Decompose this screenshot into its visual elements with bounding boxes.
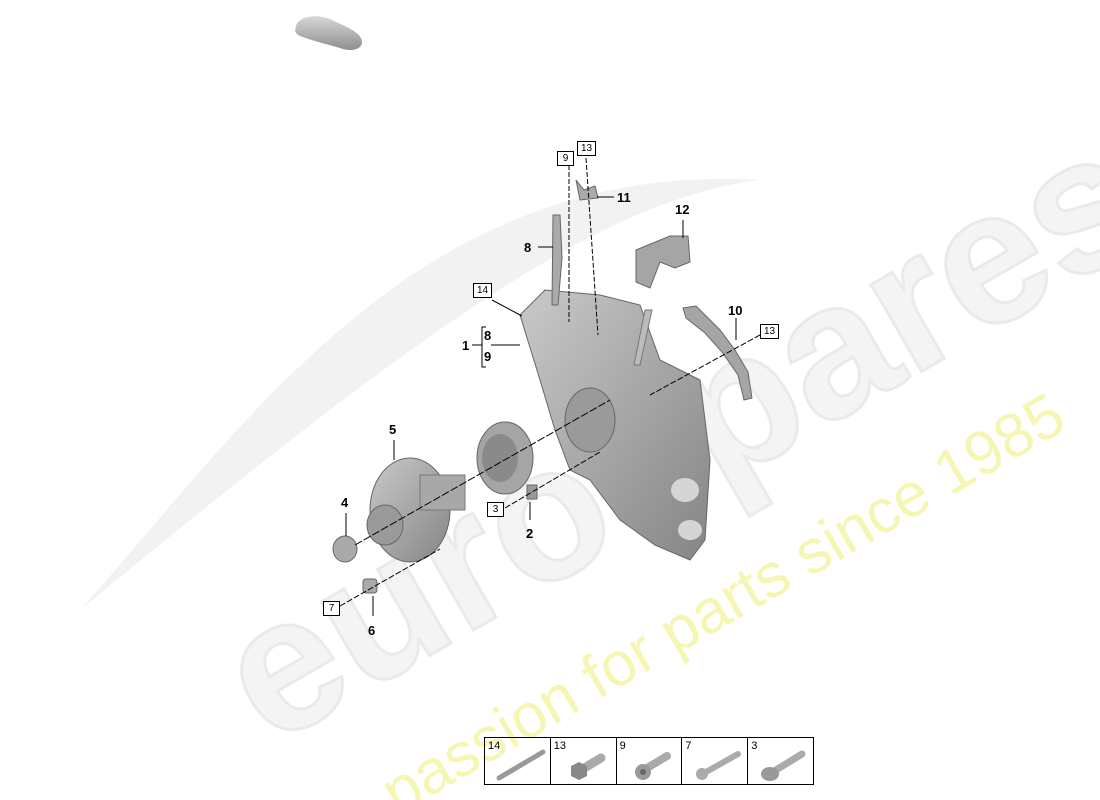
- boxed-callout-3[interactable]: 3: [487, 502, 504, 517]
- hex-bolt-icon: [570, 753, 606, 780]
- clip-part[interactable]: [575, 179, 599, 201]
- sensor-part[interactable]: [526, 484, 538, 500]
- callout-8[interactable]: 8: [524, 240, 532, 255]
- legend-item-7[interactable]: 7: [682, 738, 749, 784]
- bracket-part[interactable]: [635, 235, 691, 289]
- callout-1[interactable]: 1: [462, 338, 470, 353]
- legend-number: 13: [553, 740, 567, 752]
- legend-item-13[interactable]: 13: [551, 738, 617, 784]
- hub-flange-part[interactable]: [366, 457, 466, 563]
- legend-number: 9: [619, 740, 626, 752]
- legend-item-9[interactable]: 9: [617, 738, 683, 784]
- wheel-bearing-part[interactable]: [476, 421, 534, 495]
- boxed-callout-9[interactable]: 9: [557, 151, 574, 166]
- legend-item-14[interactable]: 14: [485, 738, 551, 784]
- sensor-bracket-part[interactable]: [682, 305, 753, 401]
- callout-10[interactable]: 10: [728, 303, 743, 318]
- boxed-callout-13-top[interactable]: 13: [577, 141, 597, 156]
- boxed-callout-13-right[interactable]: 13: [760, 324, 780, 339]
- stud-icon: [496, 749, 546, 781]
- torx-bolt-icon: [761, 750, 806, 781]
- wheel-carrier-part[interactable]: [519, 289, 711, 561]
- socket-cap-screw-icon: [634, 752, 671, 780]
- dust-cap-part[interactable]: [332, 535, 358, 563]
- callout-5[interactable]: 5: [389, 422, 397, 437]
- callout-12[interactable]: 12: [675, 202, 690, 217]
- legend-number: 7: [685, 740, 692, 752]
- callout-4[interactable]: 4: [341, 495, 349, 510]
- fastener-legend: 14 13 9 7 3: [484, 737, 814, 785]
- callout-2[interactable]: 2: [526, 526, 534, 541]
- boxed-callout-14[interactable]: 14: [473, 283, 493, 298]
- callout-1-sub-8[interactable]: 8: [484, 328, 492, 343]
- sleeve-part[interactable]: [362, 578, 378, 594]
- callout-11[interactable]: 11: [617, 190, 631, 205]
- long-socket-screw-icon: [696, 751, 742, 780]
- boxed-callout-7[interactable]: 7: [323, 601, 340, 616]
- callout-1-sub-9[interactable]: 9: [484, 349, 492, 364]
- callout-6[interactable]: 6: [368, 623, 376, 638]
- legend-number: 3: [751, 740, 758, 752]
- car-silhouette-thumbnail-icon[interactable]: [290, 8, 370, 58]
- lever-part[interactable]: [551, 214, 563, 306]
- legend-item-3[interactable]: 3: [748, 738, 813, 784]
- legend-number: 14: [488, 740, 501, 752]
